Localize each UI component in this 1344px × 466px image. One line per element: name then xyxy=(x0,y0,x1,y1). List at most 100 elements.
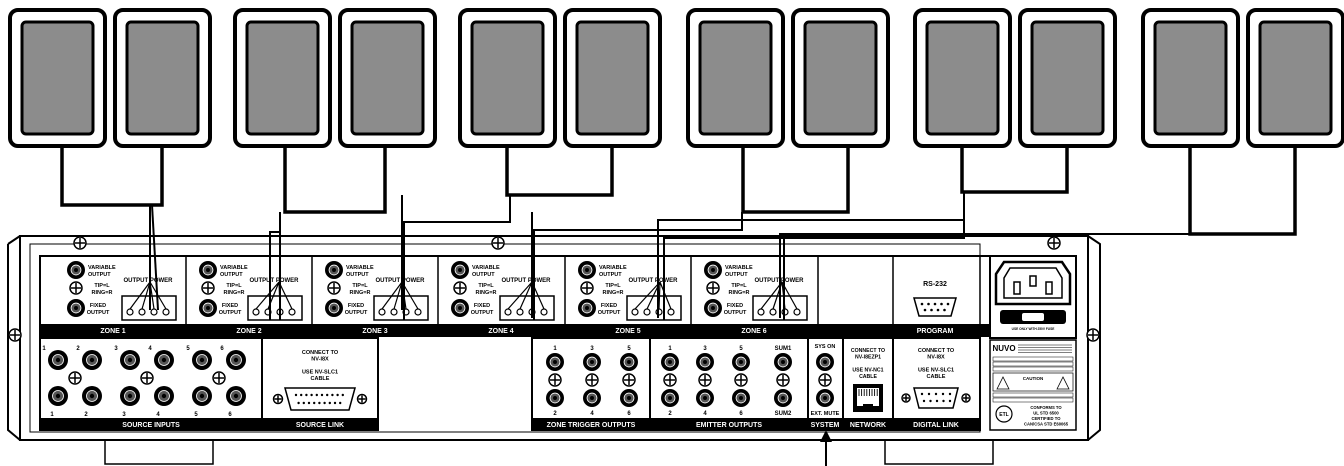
terminal xyxy=(667,308,675,316)
emitter-number: 3 xyxy=(703,346,707,352)
rs232-label: RS-232 xyxy=(923,281,947,288)
screw xyxy=(580,281,594,295)
sys-on-label: SYS ON xyxy=(815,344,836,350)
conformity-text: CONFORMS TO xyxy=(1030,405,1062,410)
output-power-label: OUTPUT POWER xyxy=(629,278,679,284)
rca-jack-left xyxy=(154,350,174,370)
fixed-output-jack xyxy=(451,299,469,317)
terminal xyxy=(162,308,170,316)
sys-on-jack xyxy=(816,353,834,371)
zone-3: VARIABLEOUTPUTTIP=LRING=RFIXEDOUTPUTOUTP… xyxy=(311,256,429,336)
fixed-label: FIXED xyxy=(601,303,617,309)
speaker xyxy=(458,8,557,148)
variable-label: VARIABLE xyxy=(725,265,753,271)
speaker-wires xyxy=(60,146,1297,320)
terminal xyxy=(390,308,398,316)
fixed-label: OUTPUT xyxy=(724,310,747,316)
zone-5: VARIABLEOUTPUTTIP=LRING=RFIXEDOUTPUTOUTP… xyxy=(564,256,682,336)
variable-output-jack xyxy=(67,261,85,279)
terminal-lead xyxy=(781,281,786,310)
ring-label: RING=R xyxy=(729,290,750,296)
terminal-lead xyxy=(149,281,167,310)
fixed-output-jack xyxy=(67,299,85,317)
fixed-label: OUTPUT xyxy=(219,310,242,316)
terminal xyxy=(504,308,512,316)
trigger-jack xyxy=(583,389,601,407)
variable-label: VARIABLE xyxy=(346,265,374,271)
zone-2: VARIABLEOUTPUTTIP=LRING=RFIXEDOUTPUTOUTP… xyxy=(185,256,303,336)
input-number: 1 xyxy=(42,346,46,352)
speaker-pair-wire xyxy=(960,146,1069,194)
fixed-label: OUTPUT xyxy=(471,310,494,316)
terminal-wire xyxy=(779,233,1190,318)
speaker xyxy=(1246,8,1344,148)
fixed-label: OUTPUT xyxy=(87,310,110,316)
screw xyxy=(585,373,599,387)
tip-label: TIP=L xyxy=(352,283,368,289)
speaker xyxy=(791,8,890,148)
emitter-number: 6 xyxy=(739,411,743,417)
source-link-frame xyxy=(261,337,379,431)
emitter-jack xyxy=(732,353,750,371)
warning-icon xyxy=(996,376,1010,390)
variable-label: VARIABLE xyxy=(220,265,248,271)
trigger-jack xyxy=(620,353,638,371)
output-power-label: OUTPUT POWER xyxy=(376,278,426,284)
trigger-number: 6 xyxy=(627,411,631,417)
screw xyxy=(69,281,83,295)
variable-label: VARIABLE xyxy=(88,265,116,271)
terminal-lead xyxy=(659,281,672,310)
fixed-label: OUTPUT xyxy=(345,310,368,316)
emitter-number: 2 xyxy=(668,411,672,417)
emitter-jack xyxy=(774,389,792,407)
trigger-number: 2 xyxy=(553,411,557,417)
screw xyxy=(1047,236,1061,250)
conformity-text: UL STD 6500 xyxy=(1033,411,1059,416)
speaker xyxy=(8,8,107,148)
screw xyxy=(548,373,562,387)
network-text: NV-I8EZP1 xyxy=(855,355,881,361)
screw xyxy=(706,281,720,295)
ring-label: RING=R xyxy=(92,290,113,296)
output-power-label: OUTPUT POWER xyxy=(250,278,300,284)
screw xyxy=(201,281,215,295)
screw xyxy=(698,373,712,387)
tip-label: TIP=L xyxy=(226,283,242,289)
variable-output-jack xyxy=(199,261,217,279)
power-inlet: USE ONLY WITH 250V FUSE xyxy=(989,255,1077,339)
variable-label: OUTPUT xyxy=(472,272,495,278)
terminal-lead xyxy=(267,281,280,310)
terminal-lead xyxy=(141,281,151,310)
emitter-jack xyxy=(661,389,679,407)
rca-jack-left xyxy=(120,350,140,370)
screw xyxy=(272,393,284,405)
rs232-port xyxy=(913,297,957,317)
digital-link-text: USE NV-SLC1 xyxy=(918,368,954,374)
terminal-lead xyxy=(760,281,783,310)
trigger-number: 3 xyxy=(590,346,594,352)
terminal-lead xyxy=(401,281,407,310)
rca-jack-right xyxy=(226,386,246,406)
terminal-lead xyxy=(507,281,533,310)
ring-label: RING=R xyxy=(224,290,245,296)
fixed-label: OUTPUT xyxy=(598,310,621,316)
screw xyxy=(901,393,911,403)
input-number: 2 xyxy=(84,412,88,418)
zone-label: ZONE 1 xyxy=(100,328,125,335)
rca-jack-right xyxy=(192,386,212,406)
emitter-number: 1 xyxy=(668,346,672,352)
terminal-lead xyxy=(772,281,783,310)
terminal-wire xyxy=(151,204,159,311)
terminal-wire xyxy=(403,195,511,320)
digital-link-frame xyxy=(892,337,981,431)
ring-label: RING=R xyxy=(350,290,371,296)
fixed-label: FIXED xyxy=(727,303,743,309)
input-number: 3 xyxy=(114,346,118,352)
warning-icon xyxy=(1056,376,1070,390)
digital-link-text: CABLE xyxy=(927,374,946,380)
